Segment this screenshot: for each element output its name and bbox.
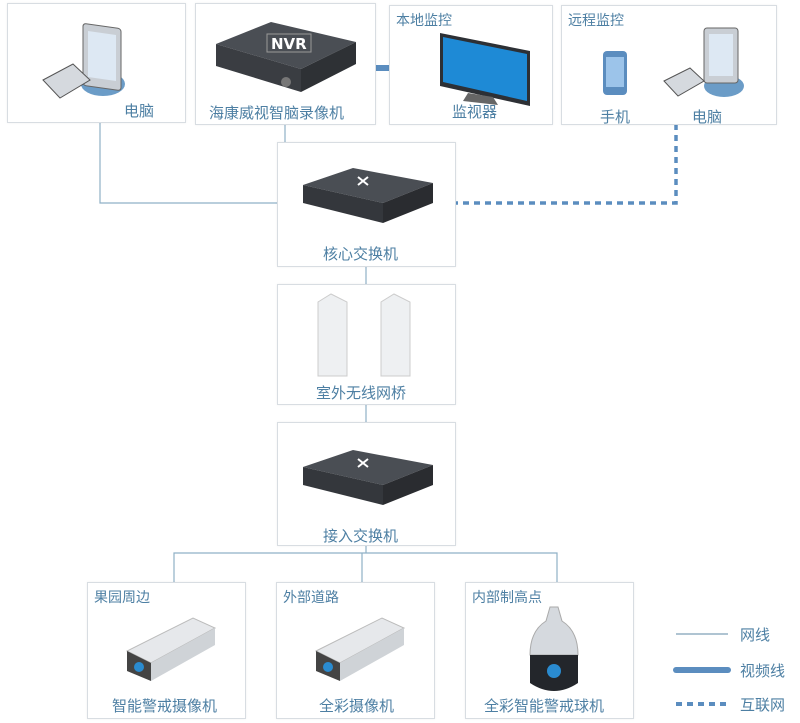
core-switch-node: 核心交换机	[277, 142, 456, 267]
monitor-icon	[440, 33, 530, 106]
pc-to-core-line	[99, 122, 277, 204]
pc-node: 电脑	[7, 3, 186, 123]
ptz-camera-label: 全彩智能警戒球机	[484, 697, 605, 715]
pc-label: 电脑	[124, 102, 155, 120]
smart-alert-camera-label: 智能警戒摄像机	[112, 697, 218, 715]
camera-node-road: 外部道路 全彩摄像机	[276, 582, 435, 719]
orchard-perimeter-title: 果园周边	[94, 590, 150, 606]
access-to-cameras-line	[173, 545, 558, 582]
bullet-camera-icon	[125, 617, 217, 681]
switch-icon	[303, 168, 433, 223]
wireless-bridge-label: 室外无线网桥	[316, 384, 407, 402]
legend-internet: 互联网	[740, 696, 786, 714]
nvr-device-icon: NVR	[216, 22, 356, 92]
camera-node-highpoint: 内部制高点 全彩智能警戒球机	[465, 582, 634, 719]
remote-computer-icon	[663, 27, 744, 97]
legend-network: 网线	[740, 626, 771, 644]
monitor-label: 监视器	[452, 103, 498, 121]
remote-monitoring-title: 远程监控	[568, 13, 624, 29]
legend-video: 视频线	[740, 662, 786, 680]
remote-monitoring-node: 远程监控 手机 电脑	[561, 5, 777, 126]
color-camera-label: 全彩摄像机	[319, 697, 395, 715]
computer-icon	[42, 23, 125, 99]
access-switch-node: 接入交换机	[277, 422, 456, 546]
nvr-badge: NVR	[271, 35, 307, 53]
phone-label: 手机	[600, 108, 631, 126]
nvr-label: 海康威视智脑录像机	[209, 104, 345, 122]
core-switch-label: 核心交换机	[323, 245, 399, 263]
access-switch-icon	[303, 450, 433, 505]
remote-to-core-internet-line	[455, 124, 678, 205]
ptz-dome-camera-icon	[529, 606, 579, 691]
local-monitoring-title: 本地监控	[396, 13, 452, 29]
access-switch-label: 接入交换机	[323, 527, 399, 545]
local-monitoring-node: 本地监控 监视器	[389, 5, 553, 125]
camera-node-orchard: 果园周边 智能警戒摄像机	[87, 582, 246, 719]
nvr-node: NVR 海康威视智脑录像机	[195, 3, 376, 125]
phone-icon	[603, 51, 627, 95]
external-road-title: 外部道路	[283, 590, 339, 606]
wireless-bridge-node: 室外无线网桥	[277, 284, 456, 405]
internal-highpoint-title: 内部制高点	[472, 590, 542, 606]
remote-pc-label: 电脑	[692, 108, 723, 126]
color-camera-icon	[314, 617, 406, 681]
wireless-bridge-icon	[317, 293, 411, 377]
